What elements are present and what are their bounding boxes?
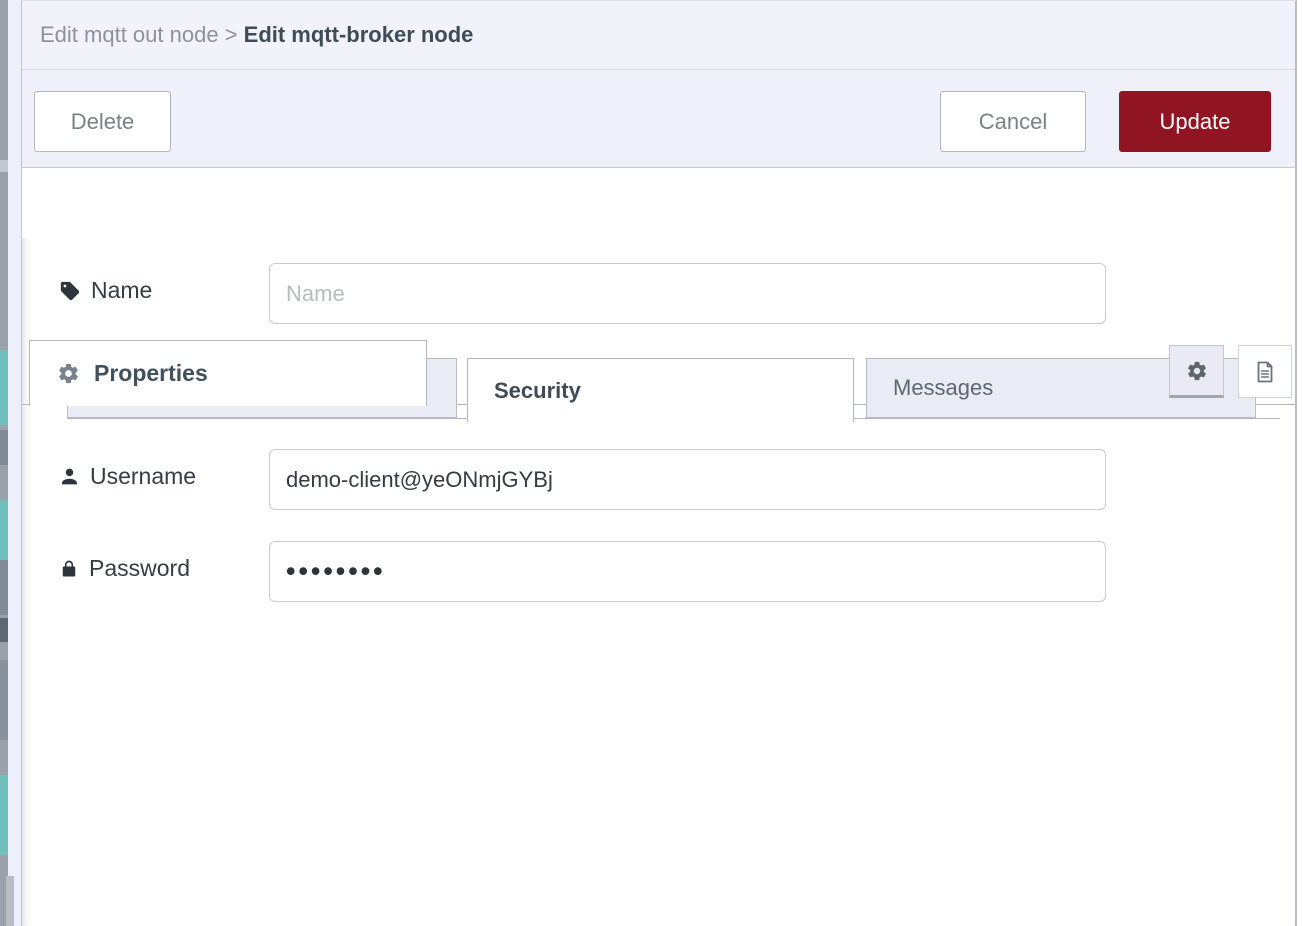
user-icon [59,466,80,487]
password-label-text: Password [89,555,190,581]
palette-node-fragment [0,660,8,740]
properties-tab-label: Properties [94,360,208,386]
node-description-button[interactable] [1238,345,1292,398]
gear-icon [57,362,80,385]
palette-node-fragment [0,350,8,425]
palette-scrollbar-thumb[interactable] [6,876,14,926]
palette-node-fragment [0,618,8,642]
name-label-text: Name [91,277,153,303]
palette-node-fragment [0,560,8,615]
tab-messages-label: Messages [893,375,994,400]
name-input[interactable] [269,263,1106,324]
palette-node-fragment [0,500,8,562]
breadcrumb-parent[interactable]: Edit mqtt out node [40,22,219,47]
breadcrumb: Edit mqtt out node > Edit mqtt-broker no… [40,22,473,48]
document-icon [1253,360,1277,384]
tray-header: Edit mqtt out node > Edit mqtt-broker no… [22,1,1295,70]
name-field-label: Name [59,277,152,304]
edit-node-tray: Edit mqtt out node > Edit mqtt-broker no… [21,0,1297,926]
username-label-text: Username [90,463,197,489]
tab-security-label: Security [494,377,581,403]
password-field-label: Password [59,555,190,582]
password-input[interactable] [269,541,1106,602]
palette-node-fragment [0,430,8,465]
username-field-label: Username [59,463,196,490]
tab-security[interactable]: Security [467,358,854,422]
delete-button[interactable]: Delete [34,91,171,152]
breadcrumb-separator: > [218,22,244,47]
update-button[interactable]: Update [1119,91,1271,152]
workspace-edge-strip [0,0,8,926]
username-input[interactable] [269,449,1106,510]
tray-toolbar: Delete Cancel Update [22,70,1295,168]
breadcrumb-current: Edit mqtt-broker node [243,22,474,47]
tag-icon [59,280,81,302]
tab-properties[interactable]: Properties [29,340,427,406]
cancel-button[interactable]: Cancel [940,91,1086,152]
editor-tab-row: Properties [22,168,1295,406]
gear-icon [1186,360,1208,382]
palette-node-fragment [0,775,8,855]
lock-icon [59,559,79,579]
node-properties-button[interactable] [1169,345,1224,398]
palette-node-fragment [0,160,8,172]
workspace-gutter [8,0,21,926]
